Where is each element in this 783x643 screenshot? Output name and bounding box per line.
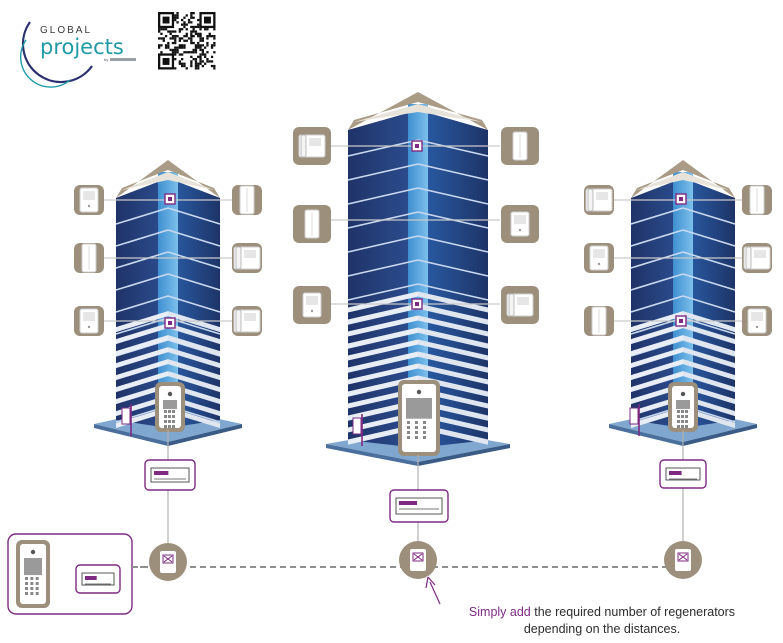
junction-left-bottom <box>164 317 176 329</box>
power-supply-icon <box>144 459 196 491</box>
junction-center-bottom <box>411 298 423 310</box>
handset-monitor-icon <box>232 306 262 336</box>
logo-by: by <box>104 57 108 62</box>
junction-left-top <box>164 193 176 205</box>
entrance-panel-icon <box>155 382 185 432</box>
monitor-icon <box>74 306 104 336</box>
regenerator-icon <box>399 541 437 579</box>
power-supply-icon <box>659 459 707 489</box>
entrance-panel-icon <box>668 382 698 432</box>
door-marker-icon <box>352 414 363 446</box>
caption: Simply add the required number of regene… <box>432 604 772 638</box>
regenerator-icon <box>664 541 702 579</box>
logo-line2: projects <box>40 35 124 59</box>
global-projects-logo: GLOBAL projects by <box>19 21 136 88</box>
junction-right-bottom <box>675 315 687 327</box>
building-left <box>94 160 242 446</box>
junction-right-top <box>675 193 687 205</box>
monitor-icon <box>74 185 104 215</box>
caption-line1: the required number of regenerators <box>530 605 736 619</box>
power-supply-icon <box>389 489 449 523</box>
qr-code-icon <box>158 12 216 70</box>
monitor-icon <box>584 243 614 273</box>
door-marker-icon <box>629 404 640 436</box>
handset-icon <box>584 306 614 336</box>
regenerator-icon <box>149 543 187 581</box>
handset-monitor-icon <box>742 243 772 273</box>
caption-arrow <box>425 576 441 605</box>
handset-icon <box>74 243 104 273</box>
handset-icon <box>293 205 331 243</box>
building-center <box>326 92 510 466</box>
caption-line2: depending on the distances. <box>523 622 681 636</box>
caption-highlight: Simply add <box>468 605 531 619</box>
junction-center-top <box>411 140 423 152</box>
distribution-module-icon <box>75 564 121 594</box>
handset-monitor-icon <box>232 243 262 273</box>
external-entrance-group <box>7 533 150 615</box>
handset-monitor-icon <box>584 185 614 215</box>
handset-icon <box>501 127 539 165</box>
monitor-icon <box>501 205 539 243</box>
entrance-panel-icon <box>16 540 50 608</box>
handset-icon <box>232 185 262 215</box>
monitor-icon <box>293 286 331 324</box>
handset-icon <box>742 185 772 215</box>
door-marker-icon <box>121 404 132 436</box>
handset-monitor-icon <box>501 286 539 324</box>
handset-monitor-icon <box>293 127 331 165</box>
entrance-panel-icon <box>398 380 440 456</box>
monitor-icon <box>742 306 772 336</box>
logo-line1: GLOBAL <box>40 25 92 36</box>
building-right <box>609 160 757 446</box>
